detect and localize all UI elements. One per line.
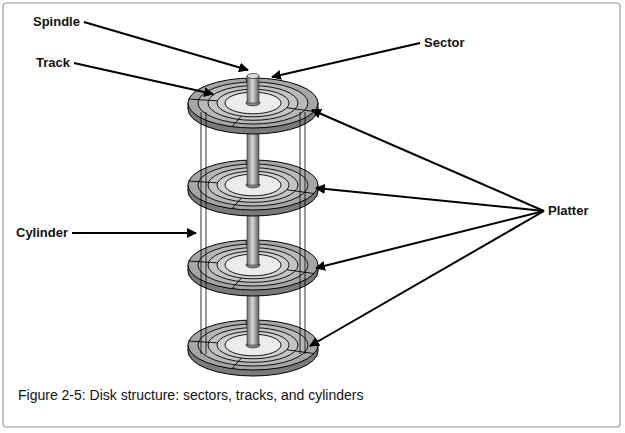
sector-line bbox=[232, 116, 241, 127]
spindle-cap bbox=[247, 74, 259, 79]
leader-arrow bbox=[74, 63, 213, 94]
sector-line bbox=[287, 108, 314, 112]
cylinder-line bbox=[305, 112, 306, 354]
leader-arrow bbox=[272, 43, 420, 77]
sector-line bbox=[189, 341, 218, 343]
sector-line bbox=[287, 190, 314, 194]
leader-arrow bbox=[312, 110, 544, 211]
leader-arrow bbox=[72, 232, 196, 234]
sector-line bbox=[232, 198, 241, 209]
sector-line bbox=[232, 278, 241, 289]
leader-arrows bbox=[72, 22, 544, 346]
part-label: Sector bbox=[424, 35, 464, 51]
leader-arrow bbox=[310, 211, 544, 346]
part-label: Track bbox=[36, 55, 70, 71]
spindle-shaft bbox=[247, 76, 259, 103]
leader-arrow bbox=[316, 188, 544, 211]
sector-line bbox=[287, 350, 314, 354]
frame-border bbox=[3, 3, 620, 427]
sector-line bbox=[189, 261, 218, 263]
cylinder-line bbox=[300, 112, 301, 354]
figure-caption: Figure 2-5: Disk structure: sectors, tra… bbox=[18, 386, 363, 404]
leader-arrow bbox=[84, 22, 248, 70]
sector-line bbox=[287, 270, 314, 274]
platter-stack bbox=[188, 74, 318, 377]
part-label: Cylinder bbox=[16, 225, 68, 241]
sector-line bbox=[189, 181, 218, 183]
leader-arrow bbox=[316, 211, 544, 268]
part-label: Platter bbox=[548, 203, 588, 219]
sector-line bbox=[189, 99, 218, 101]
cylinder-line bbox=[201, 112, 202, 354]
cylinder-line bbox=[206, 112, 207, 354]
sector-line bbox=[232, 358, 241, 369]
part-label: Spindle bbox=[33, 14, 80, 30]
